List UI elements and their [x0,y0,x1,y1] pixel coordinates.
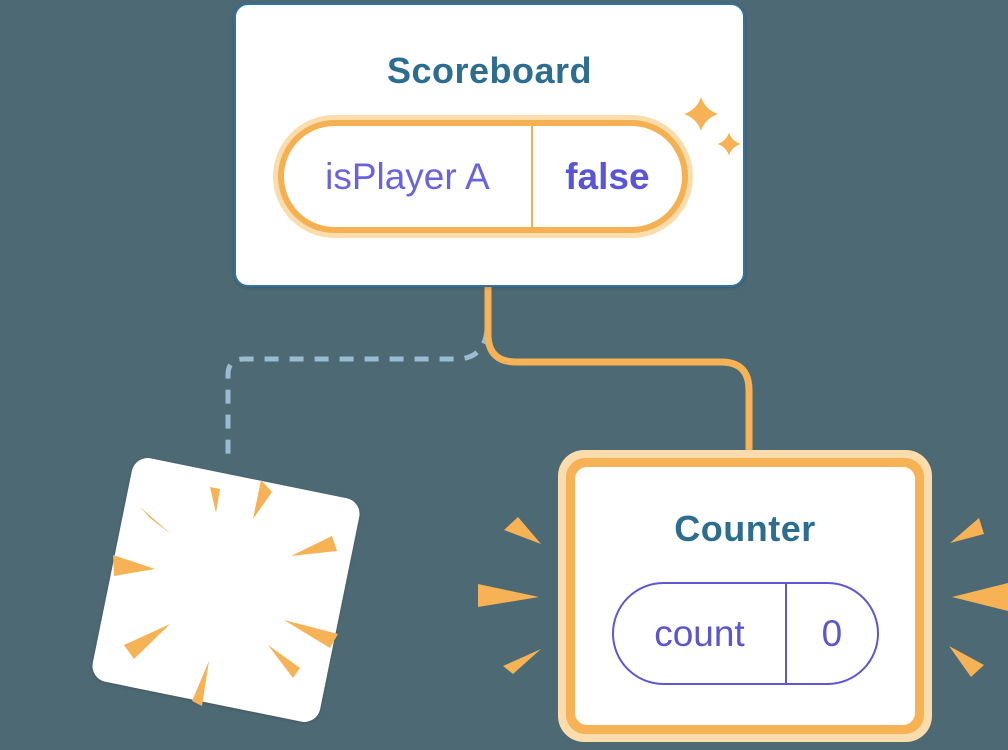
destroyed-component-card [89,455,363,725]
solid-connector-line [484,284,753,462]
counter-card: Counter count 0 [575,467,915,725]
scoreboard-title: Scoreboard [386,50,593,91]
state-value: 0 [784,584,877,683]
scoreboard-state-pill-border: isPlayer A false [278,120,688,233]
state-name: count [654,612,745,654]
state-value: false [530,126,682,227]
counter-card-glow: Counter count 0 [558,450,932,742]
counter-title: Counter [674,508,816,549]
scoreboard-state-pill: isPlayer A false [284,126,682,227]
state-name: isPlayer A [325,155,490,197]
counter-card-border: Counter count 0 [566,458,924,734]
scoreboard-state-pill-glow: isPlayer A false [273,115,693,238]
dashed-connector-line [225,329,490,459]
counter-state-pill: count 0 [612,582,879,685]
scoreboard-card: Scoreboard isPlayer A false [234,3,745,287]
